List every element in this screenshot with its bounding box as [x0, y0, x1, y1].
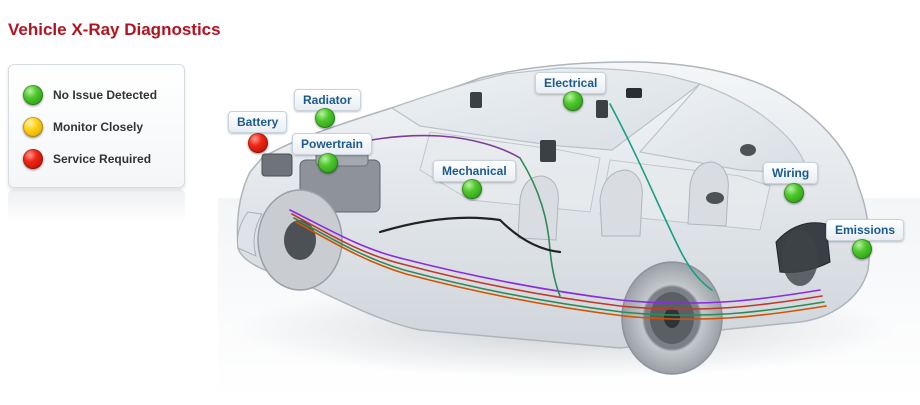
- car-seat: [599, 169, 643, 237]
- far-wheel: [782, 230, 818, 286]
- status-light-icon: [23, 85, 43, 105]
- status-light-icon: [23, 117, 43, 137]
- legend-item-service: Service Required: [23, 147, 151, 171]
- front-wheel: [257, 189, 343, 291]
- status-light-icon[interactable]: [248, 133, 268, 153]
- status-light-icon: [23, 149, 43, 169]
- status-light-icon[interactable]: [462, 179, 482, 199]
- control-module: [596, 100, 608, 118]
- control-module: [540, 140, 556, 162]
- legend-label: Monitor Closely: [53, 120, 144, 134]
- callout-radiator[interactable]: Radiator: [294, 89, 361, 111]
- legend-label: No Issue Detected: [53, 88, 158, 102]
- page-title: Vehicle X-Ray Diagnostics: [8, 20, 221, 39]
- callout-battery[interactable]: Battery: [228, 111, 288, 133]
- status-light-icon[interactable]: [315, 108, 335, 128]
- legend-label: Service Required: [53, 152, 152, 166]
- rear-wheel: [621, 261, 723, 375]
- status-light-icon[interactable]: [318, 153, 338, 173]
- front-bumper: [237, 211, 263, 257]
- status-light-icon[interactable]: [852, 239, 872, 259]
- status-light-icon[interactable]: [784, 183, 804, 203]
- speaker: [740, 144, 756, 156]
- battery-block: [261, 153, 293, 177]
- status-light-icon[interactable]: [563, 91, 583, 111]
- callout-emissions[interactable]: Emissions: [826, 219, 905, 241]
- callout-wiring[interactable]: Wiring: [763, 162, 819, 184]
- legend-item-monitor: Monitor Closely: [23, 115, 143, 139]
- car-seat: [517, 175, 559, 241]
- control-module: [626, 88, 642, 98]
- legend-item-no-issue: No Issue Detected: [23, 83, 157, 107]
- speaker: [706, 192, 724, 204]
- car-seat: [687, 161, 729, 227]
- legend-reflection: [8, 189, 185, 223]
- status-legend: No Issue Detected Monitor Closely Servic…: [8, 64, 185, 188]
- callout-powertrain[interactable]: Powertrain: [292, 133, 373, 155]
- control-module: [470, 92, 482, 108]
